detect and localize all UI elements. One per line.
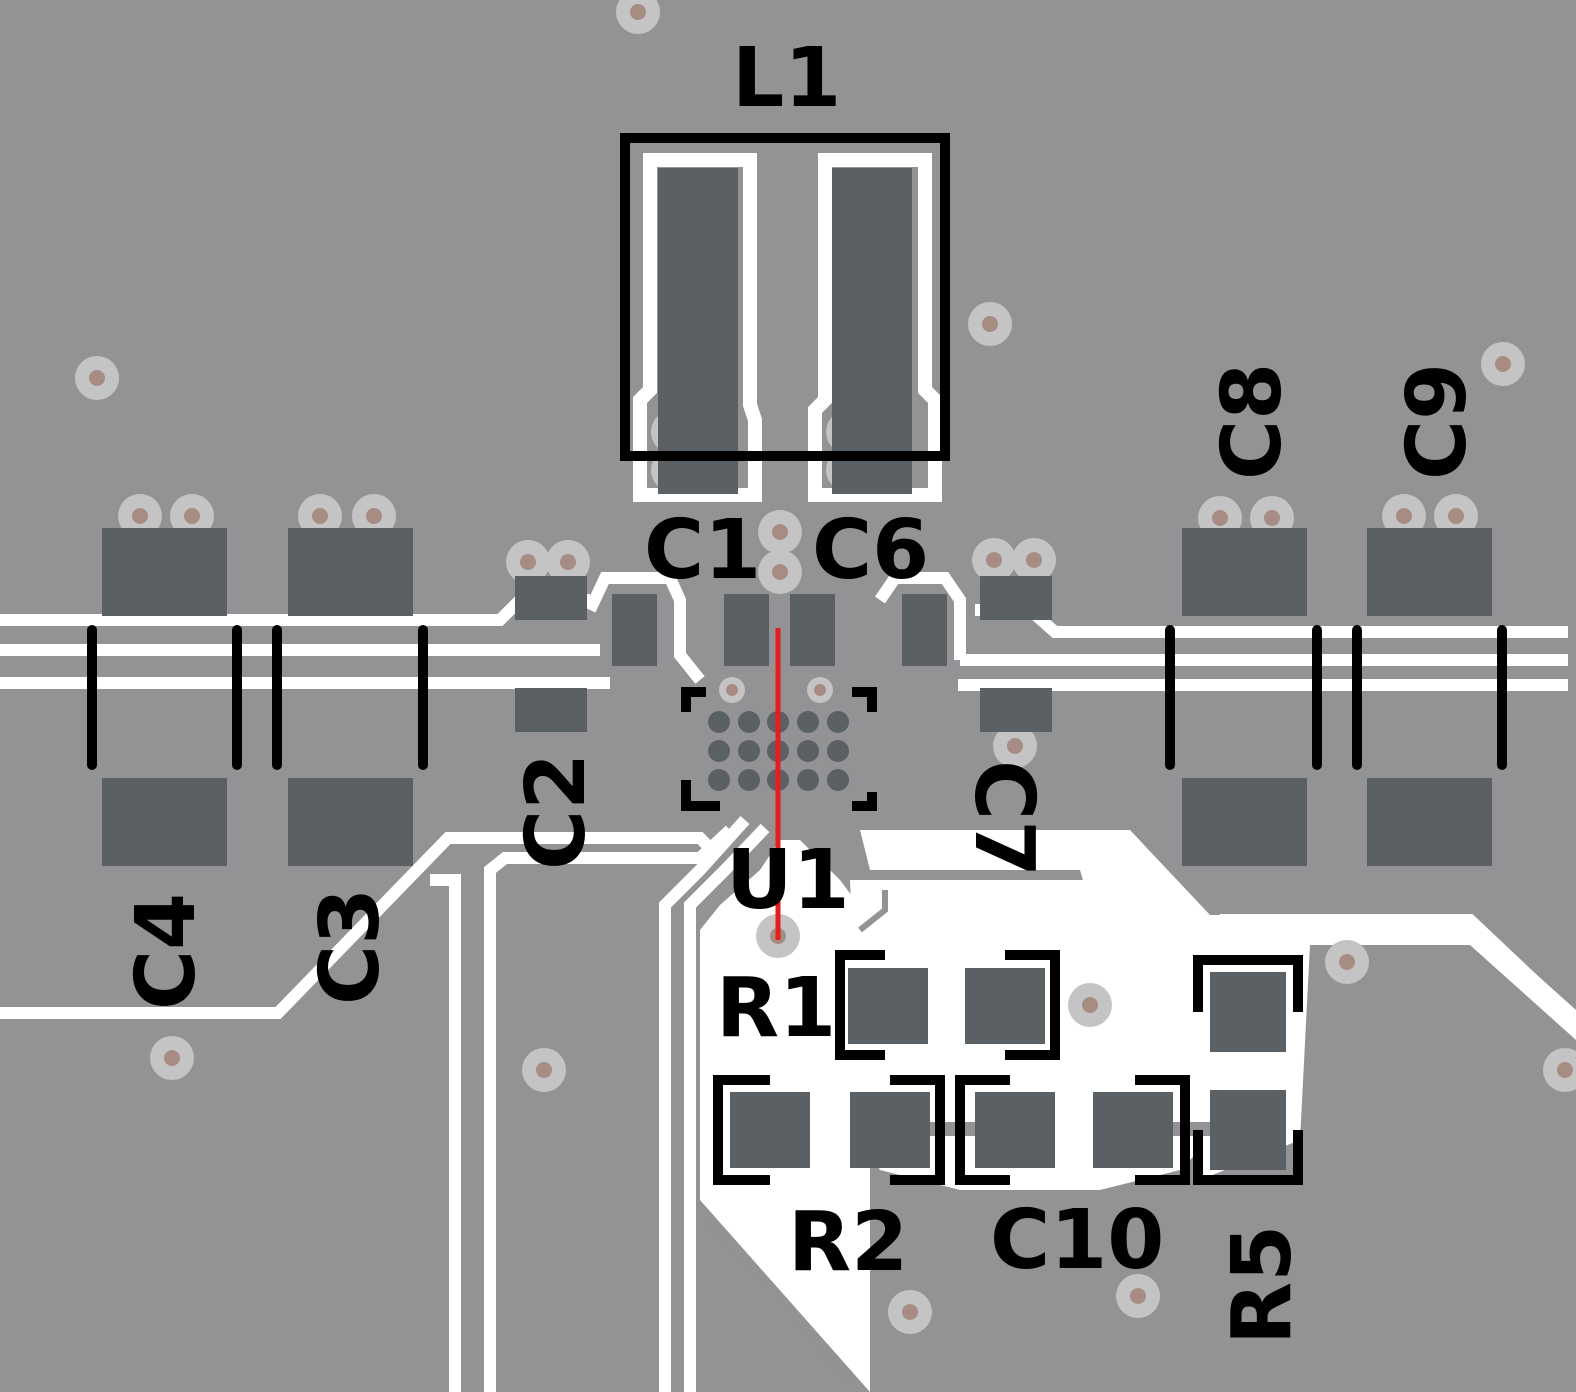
via-drill (1264, 510, 1280, 526)
via-drill (184, 508, 200, 524)
via-drill (1026, 552, 1042, 568)
pad-r2-2 (850, 1092, 930, 1168)
via-drill (1130, 1288, 1146, 1304)
pad-c9-2 (1367, 778, 1492, 866)
micro-via-drill (726, 684, 738, 696)
pad-c1-2 (724, 594, 769, 666)
via-drill (1448, 508, 1464, 524)
label-c10: C10 (990, 1193, 1164, 1288)
pad-c4-2 (102, 778, 227, 866)
via-drill (312, 508, 328, 524)
pad-c2-1 (515, 576, 587, 620)
pad-c8-2 (1182, 778, 1307, 866)
label-c1: C1 (644, 503, 761, 598)
silkscreen (87, 133, 1507, 1185)
label-c2: C2 (509, 753, 604, 870)
via-drill (1212, 510, 1228, 526)
pad-c9-1 (1367, 528, 1492, 616)
label-r2: R2 (788, 1195, 908, 1290)
label-c8: C8 (1205, 363, 1300, 480)
label-u1: U1 (726, 833, 850, 928)
pad-c4-1 (102, 528, 227, 616)
pad-c6-1 (790, 594, 835, 666)
bga-ball (827, 711, 849, 733)
pad-c8-1 (1182, 528, 1307, 616)
micro-via-drill (814, 684, 826, 696)
via-drill (560, 554, 576, 570)
bga-ball (827, 740, 849, 762)
via-drill (1495, 356, 1511, 372)
bga-ball (797, 740, 819, 762)
bga-ball (738, 711, 760, 733)
label-l1: L1 (732, 31, 841, 126)
via-drill (1396, 508, 1412, 524)
via-drill (366, 508, 382, 524)
label-c4: C4 (119, 893, 214, 1010)
via-drill (1339, 954, 1355, 970)
bga-ball (708, 711, 730, 733)
via-drill (772, 564, 788, 580)
pad-r2-1 (730, 1092, 810, 1168)
pad-c2-2 (515, 688, 587, 732)
label-r5: R5 (1215, 1225, 1310, 1345)
via-drill (1082, 997, 1098, 1013)
pad-c3-2 (288, 778, 413, 866)
via-drill (902, 1304, 918, 1320)
pad-c10-1 (975, 1092, 1055, 1168)
via-drill (982, 316, 998, 332)
label-c6: C6 (812, 503, 929, 598)
bga-ball (738, 740, 760, 762)
silk-l1-outline (620, 133, 950, 461)
pad-c10-2 (1093, 1092, 1173, 1168)
pad-r1-2 (965, 968, 1045, 1044)
via-drill (536, 1062, 552, 1078)
label-r1: R1 (716, 961, 836, 1056)
bga-ball (708, 740, 730, 762)
pad-c3-1 (288, 528, 413, 616)
bga-ball (738, 769, 760, 791)
via-drill (164, 1050, 180, 1066)
via-drill (1007, 738, 1023, 754)
pad-r5-2 (1210, 1090, 1286, 1170)
designators: L1 C1 C6 U1 R1 R2 C10 C2 C7 C4 C3 C8 C9 … (119, 31, 1485, 1345)
pads (102, 168, 1492, 1170)
pad-l1-1 (658, 168, 738, 494)
bga-ball (827, 769, 849, 791)
pad-c7-2 (980, 688, 1052, 732)
via-drill (89, 370, 105, 386)
via-drill (132, 508, 148, 524)
pad-l1-2 (832, 168, 912, 494)
via-drill (772, 524, 788, 540)
label-c9: C9 (1390, 363, 1485, 480)
pad-c7-1 (980, 576, 1052, 620)
pad-c6-2 (902, 594, 947, 666)
via-drill (986, 552, 1002, 568)
bga-ball (797, 769, 819, 791)
via-drill (1557, 1062, 1573, 1078)
bga-ball (708, 769, 730, 791)
via-drill (520, 554, 536, 570)
via-drill (630, 4, 646, 20)
label-c3: C3 (303, 888, 398, 1005)
pad-r1-1 (848, 968, 928, 1044)
pad-c1-1 (612, 594, 657, 666)
pad-r5-1 (1210, 972, 1286, 1052)
bga-ball (797, 711, 819, 733)
label-c7: C7 (956, 760, 1051, 877)
